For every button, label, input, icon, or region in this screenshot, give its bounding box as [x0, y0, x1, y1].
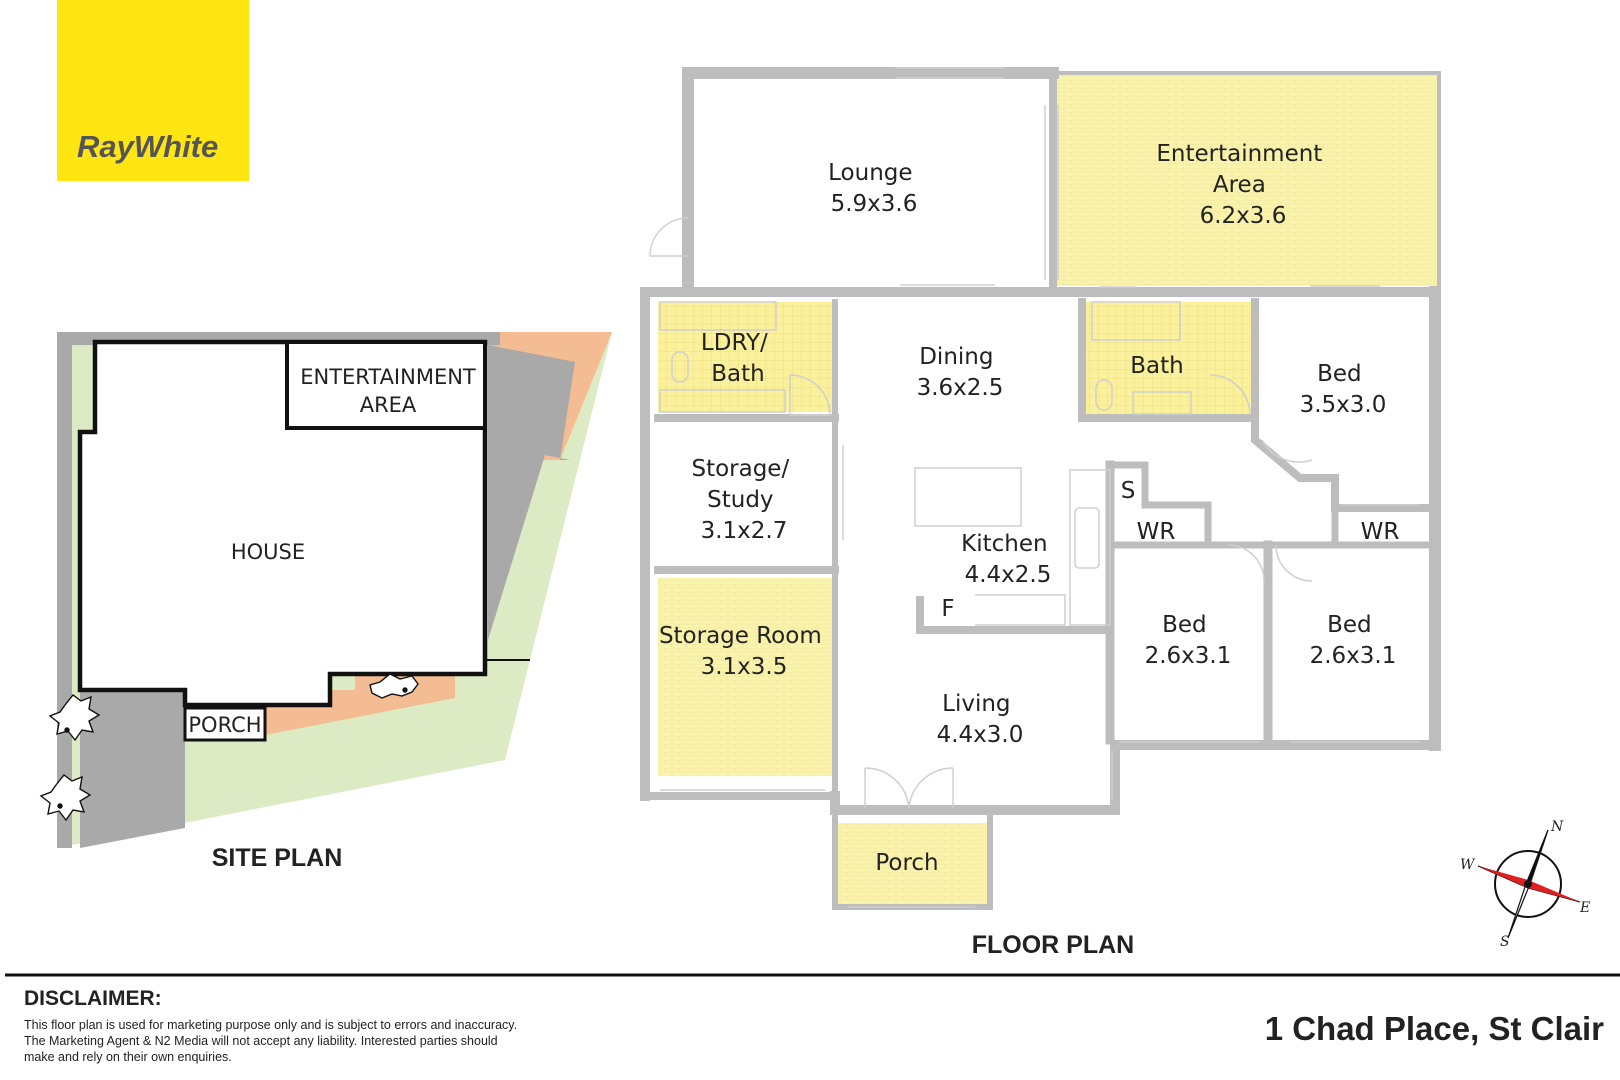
room-lounge-label: Lounge 5.9x3.6	[828, 160, 920, 217]
wr-label: WR	[1361, 519, 1400, 545]
room-bath-label: Bath	[1130, 353, 1183, 379]
raywhite-logo: RayWhite	[57, 0, 249, 181]
room-storage-room-label: Storage Room 3.1x3.5	[659, 623, 829, 680]
room-kitchen-label: Kitchen 4.4x2.5	[961, 531, 1055, 588]
site-plan-heading: SITE PLAN	[212, 844, 343, 872]
room-living-label: Living 4.4x3.0	[937, 691, 1024, 748]
site-house-label: HOUSE	[231, 540, 305, 564]
tree-icon	[39, 774, 92, 822]
property-address: 1 Chad Place, St Clair	[1264, 1010, 1604, 1047]
room-ldry-label: LDRY/ Bath	[701, 330, 775, 387]
logo-text: RayWhite	[77, 129, 218, 164]
site-entertainment-label: AREA	[360, 393, 417, 417]
floor-plan-heading: FLOOR PLAN	[972, 931, 1135, 959]
tree-icon	[369, 673, 419, 699]
disclaimer-line: This floor plan is used for marketing pu…	[24, 1018, 518, 1032]
site-porch-label: PORCH	[188, 713, 261, 737]
tree-icon	[48, 694, 101, 742]
svg-text:E: E	[1579, 900, 1590, 916]
site-plan: ENTERTAINMENT AREA HOUSE PORCH	[39, 332, 612, 848]
room-bed-3-label: Bed 2.6x3.1	[1310, 612, 1397, 669]
svg-text:W: W	[1460, 857, 1476, 873]
shower-s-label: S	[1121, 478, 1136, 504]
floor-plan: Lounge 5.9x3.6 Entertainment Area 6.2x3.…	[640, 67, 1441, 910]
room-storage-study-label: Storage/ Study 3.1x2.7	[691, 456, 796, 544]
room-entertainment-label: Entertainment Area 6.2x3.6	[1156, 141, 1329, 229]
site-entertainment-label: ENTERTAINMENT	[300, 365, 476, 389]
room-bed-main-label: Bed 3.5x3.0	[1300, 361, 1387, 418]
disclaimer-body: This floor plan is used for marketing pu…	[24, 1017, 584, 1065]
wr-label: WR	[1137, 519, 1176, 545]
room-porch-label: Porch	[875, 850, 938, 876]
room-dining-label: Dining 3.6x2.5	[917, 344, 1004, 401]
disclaimer: DISCLAIMER: This floor plan is used for …	[24, 987, 584, 1065]
svg-text:S: S	[1500, 934, 1510, 950]
svg-text:N: N	[1550, 819, 1564, 835]
disclaimer-line: The Marketing Agent & N2 Media will not …	[24, 1034, 498, 1048]
fridge-f-label: F	[941, 596, 954, 622]
disclaimer-line: make and rely on their own enquiries.	[24, 1050, 232, 1064]
disclaimer-title: DISCLAIMER:	[24, 987, 162, 1010]
compass-icon: N S E W	[1460, 819, 1590, 950]
room-bed-2-label: Bed 2.6x3.1	[1145, 612, 1232, 669]
